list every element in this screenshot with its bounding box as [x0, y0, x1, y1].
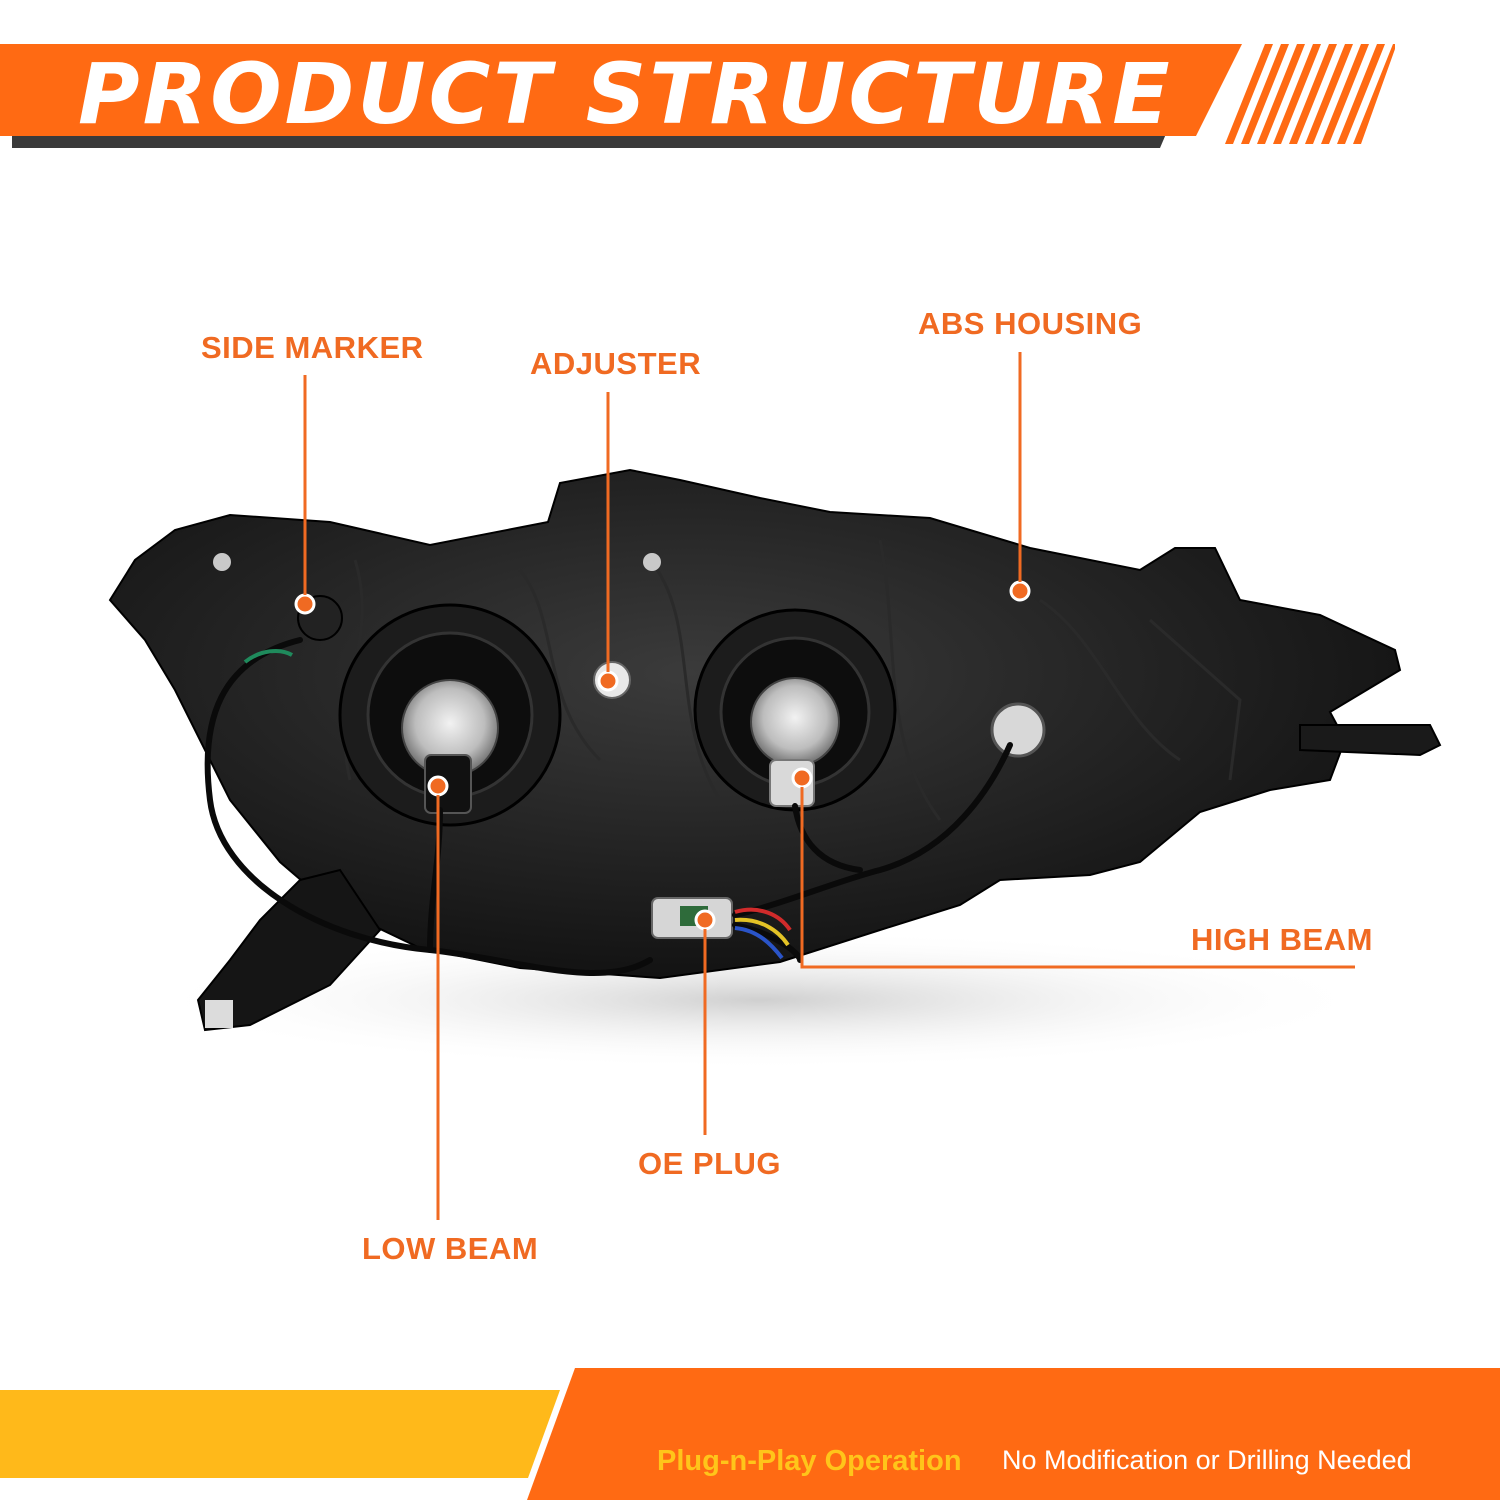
banner-bar [0, 44, 1242, 136]
wiring-harness [204, 637, 1013, 976]
bracket-clip [205, 1000, 233, 1028]
plug-colored-wires [734, 907, 792, 960]
footer-left-bar [0, 1390, 560, 1478]
callout-high-beam: HIGH BEAM [1191, 922, 1373, 957]
low-beam-socket [338, 603, 562, 827]
callout-oe-plug: OE PLUG [638, 1146, 782, 1181]
high-beam-socket [693, 608, 897, 812]
housing-ribs [343, 539, 1242, 821]
floor-shadow [140, 930, 1380, 1070]
footer-feature: Plug-n-Play Operation [657, 1445, 962, 1477]
callout-adjuster: ADJUSTER [530, 346, 702, 381]
mount-screw [643, 553, 661, 571]
leader-high-beam [800, 787, 1355, 969]
green-wire [243, 648, 294, 664]
callout-low-beam: LOW BEAM [362, 1231, 539, 1266]
callout-abs-housing: ABS HOUSING [918, 306, 1143, 341]
header-banner [0, 44, 1242, 148]
right-tab [1299, 724, 1442, 757]
oe-plug-connector [651, 897, 733, 939]
rear-grommet [990, 702, 1046, 758]
mount-screw [213, 553, 231, 571]
footer-right-bar [527, 1368, 1500, 1500]
page-title: PRODUCT STRUCTURE [78, 45, 1173, 143]
banner-stripes [1225, 44, 1395, 144]
footer-band [0, 1368, 1500, 1500]
footer-note: No Modification or Drilling Needed [1002, 1445, 1412, 1475]
callout-side-marker: SIDE MARKER [201, 330, 424, 365]
